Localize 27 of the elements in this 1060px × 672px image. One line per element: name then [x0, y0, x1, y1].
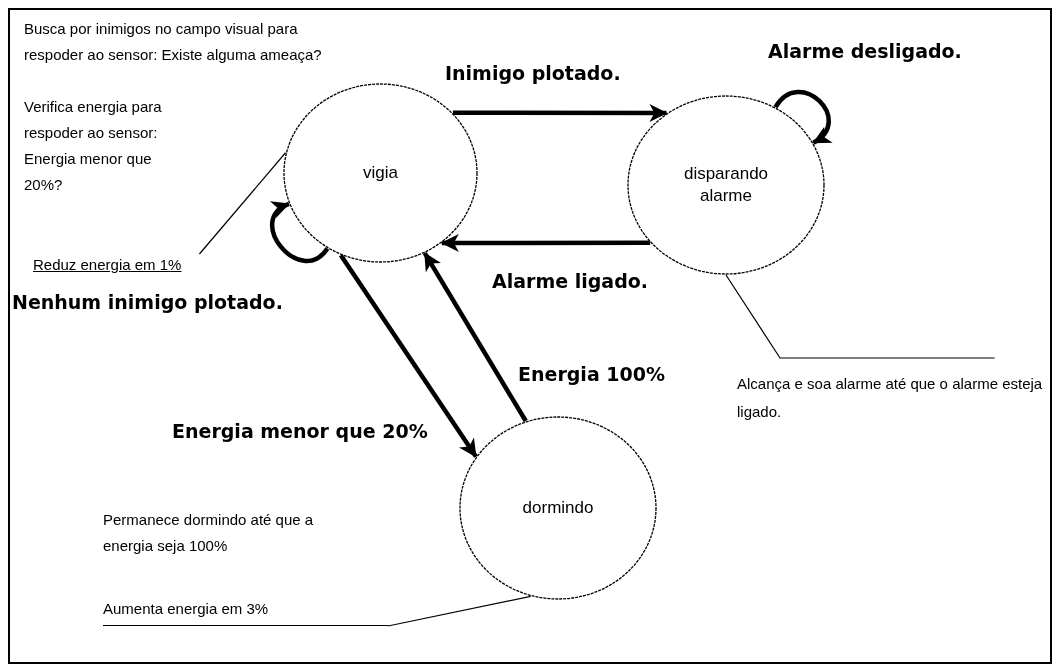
- annotation-text: Aumenta energia em 3%: [103, 596, 388, 626]
- annotation-text: Reduz energia em 1%: [33, 254, 261, 278]
- annotation-text: Alcança e soa alarme até que o alarme esteja ligado.: [737, 358, 1055, 424]
- edge-label: Energia 100%: [518, 363, 665, 385]
- edge-label: Alarme ligado.: [492, 270, 649, 292]
- edge-label: Inimigo plotado.: [445, 62, 621, 84]
- leader-line: [198, 152, 287, 255]
- transition-arrow: [269, 201, 330, 263]
- leader-line: [725, 274, 996, 359]
- state-name: vigia: [362, 162, 399, 184]
- state-name: disparando alarme: [682, 163, 770, 207]
- note-text: Busca por inimigos no campo visual para respoder ao sensor: Existe alguma ameaça?: [24, 19, 323, 65]
- note-text: Verifica energia para respoder ao sensor: Energia menor que 20%?: [24, 97, 163, 195]
- leader-line: [387, 595, 532, 627]
- edge-label: Nenhum inimigo plotado.: [12, 291, 283, 313]
- edge-label: Energia menor que 20%: [172, 420, 428, 442]
- state-circle: [459, 416, 657, 600]
- edge-label: Alarme desligado.: [768, 40, 962, 62]
- transition-arrow: [440, 233, 651, 252]
- state-circle: [283, 83, 478, 263]
- transition-arrow: [422, 252, 528, 423]
- transition-arrow: [773, 89, 833, 145]
- state-circle: [627, 95, 825, 275]
- transition-arrow: [452, 104, 668, 123]
- transition-arrow: [338, 253, 478, 458]
- state-name: dormindo: [521, 497, 595, 519]
- note-text: Permanece dormindo até que a energia seja 100%: [103, 510, 315, 556]
